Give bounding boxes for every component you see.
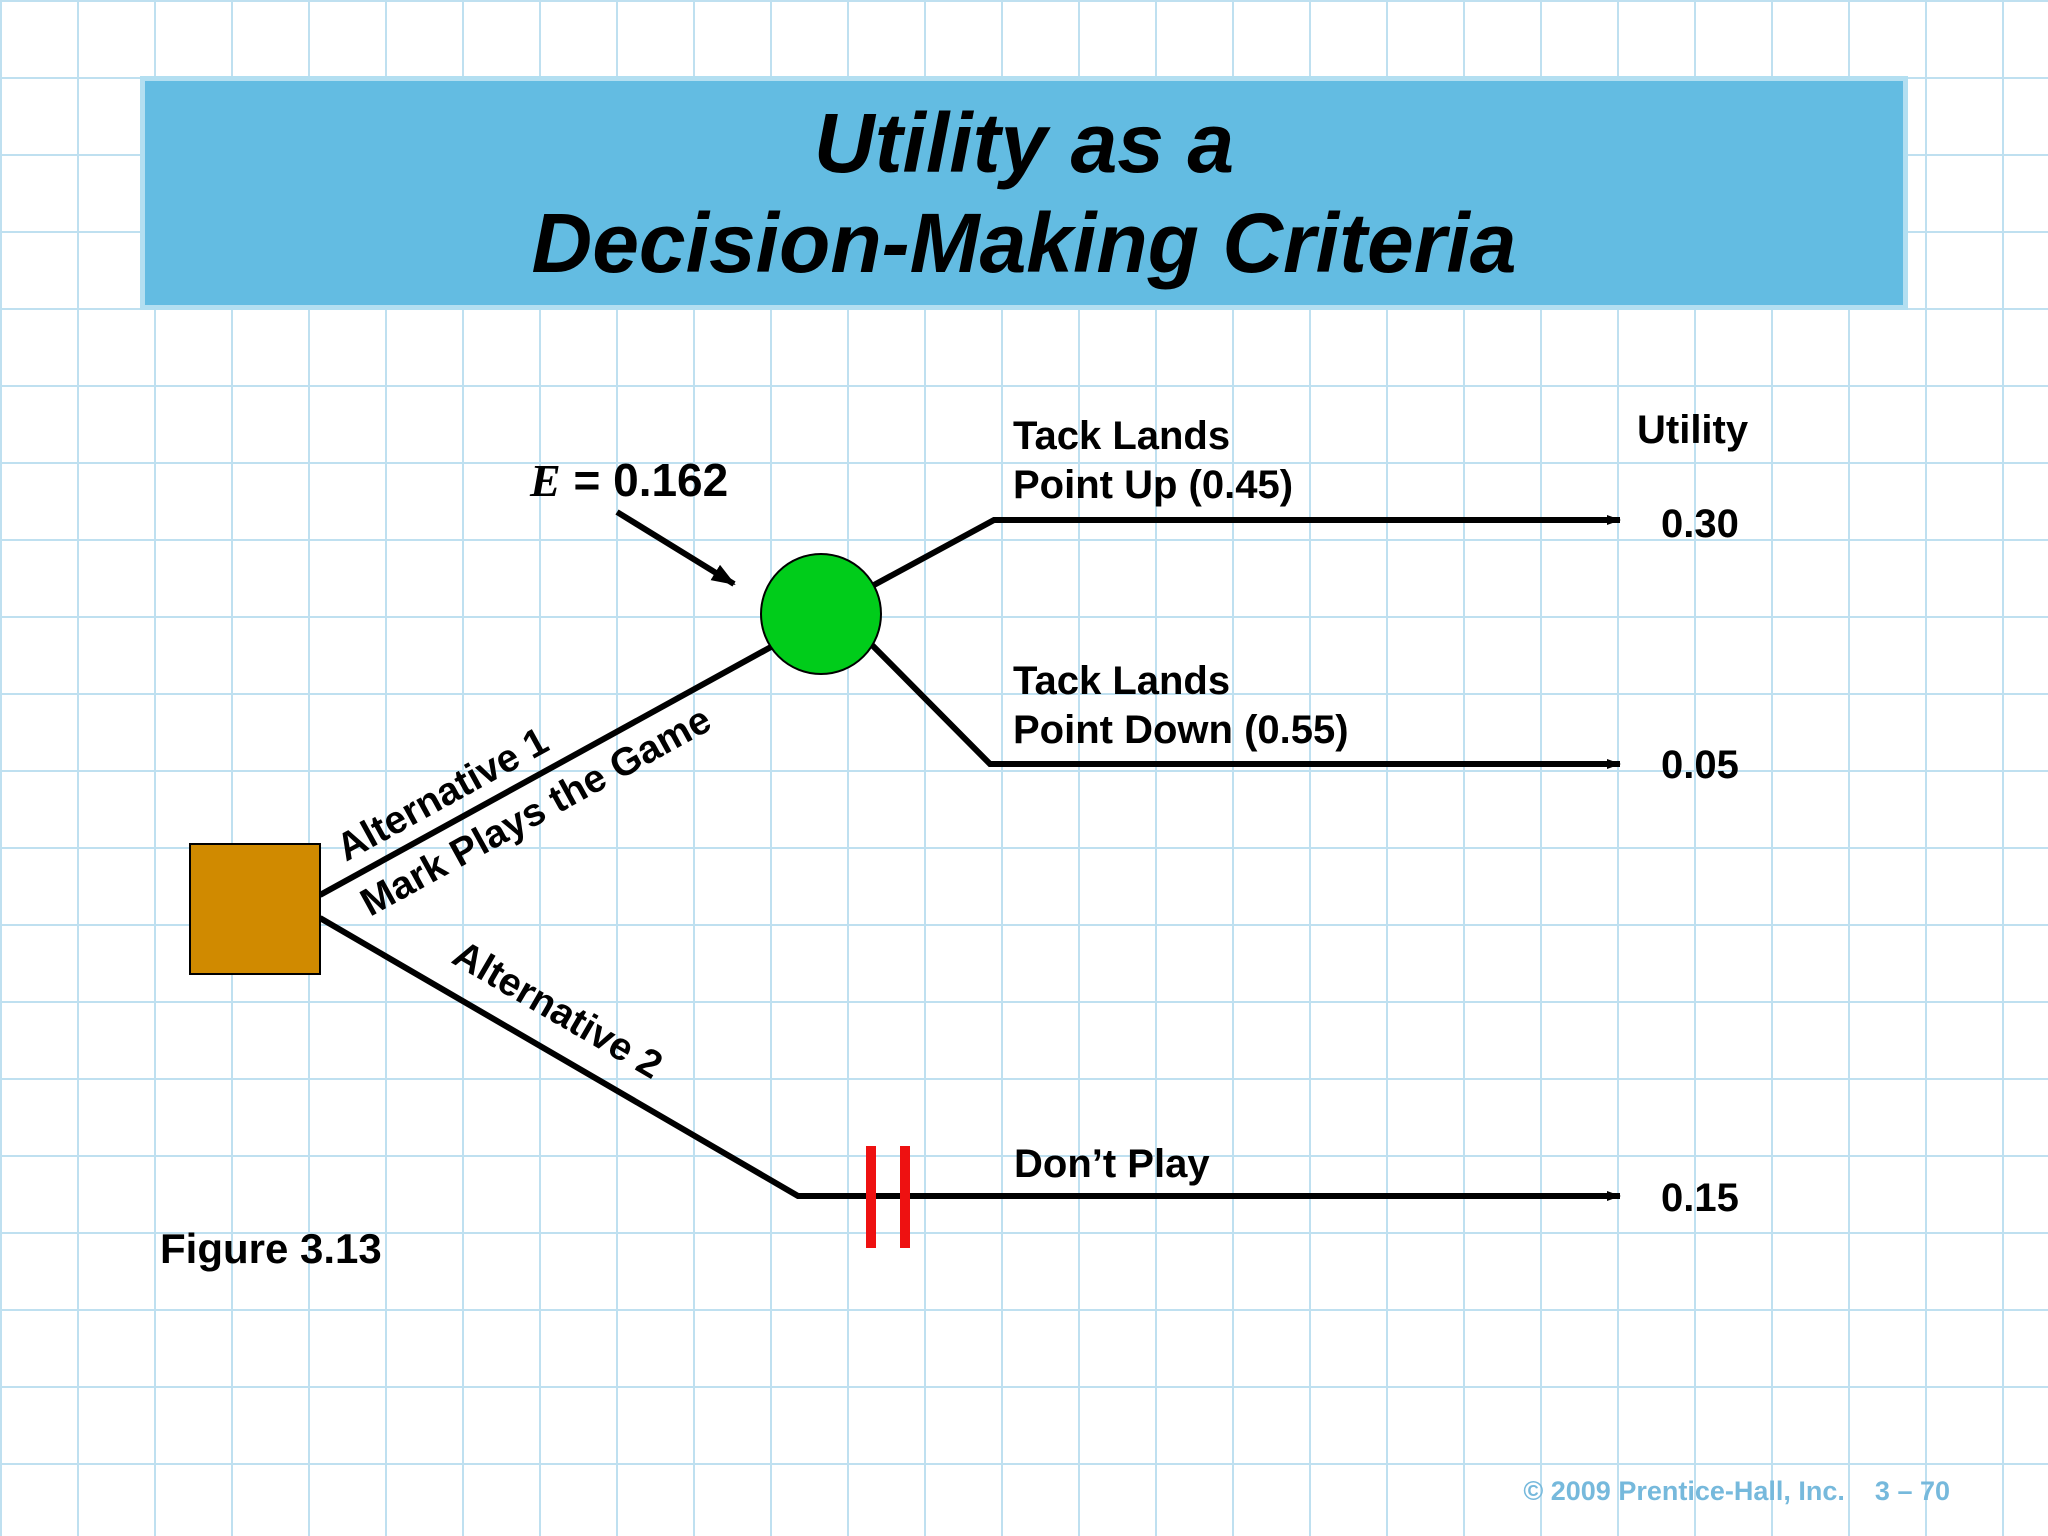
utility-up-value: 0.30 bbox=[1661, 502, 1739, 546]
outcome-up-line1: Tack Lands bbox=[1013, 414, 1230, 458]
title-line-2: Decision-Making Criteria bbox=[531, 196, 1517, 290]
utility-dont-play-value: 0.15 bbox=[1661, 1176, 1739, 1220]
utility-down-value: 0.05 bbox=[1661, 743, 1739, 787]
expected-value-text: = 0.162 bbox=[561, 454, 729, 506]
footer: © 2009 Prentice-Hall, Inc. 3 – 70 bbox=[1500, 1476, 1950, 1507]
utility-header: Utility bbox=[1637, 408, 1749, 452]
decision-node bbox=[189, 843, 321, 975]
outcome-down-line2: Point Down (0.55) bbox=[1013, 708, 1349, 752]
outcome-down-line1: Tack Lands bbox=[1013, 659, 1230, 703]
branch-point-up bbox=[872, 515, 1621, 588]
outcome-up-line2: Point Up (0.45) bbox=[1013, 463, 1293, 507]
branch-point-down bbox=[869, 642, 1621, 769]
figure-label: Figure 3.13 bbox=[160, 1225, 382, 1272]
expected-value-symbol: E bbox=[529, 455, 561, 506]
expected-value-pointer bbox=[615, 509, 736, 587]
outcome-dont-play: Don’t Play bbox=[1014, 1142, 1210, 1186]
copyright-text: © 2009 Prentice-Hall, Inc. bbox=[1523, 1476, 1845, 1506]
expected-value-label: E = 0.162 bbox=[529, 454, 728, 506]
pruned-branch-mark bbox=[900, 1146, 910, 1248]
title-line-1: Utility as a bbox=[813, 96, 1235, 190]
title-banner: Utility as a Decision-Making Criteria bbox=[140, 76, 1908, 310]
branch-alternative-1 bbox=[318, 639, 782, 898]
branch-alternative-2 bbox=[318, 915, 1621, 1201]
pruned-branch-mark bbox=[866, 1146, 876, 1248]
page-number: 3 – 70 bbox=[1874, 1476, 1950, 1506]
chance-node bbox=[760, 553, 882, 675]
